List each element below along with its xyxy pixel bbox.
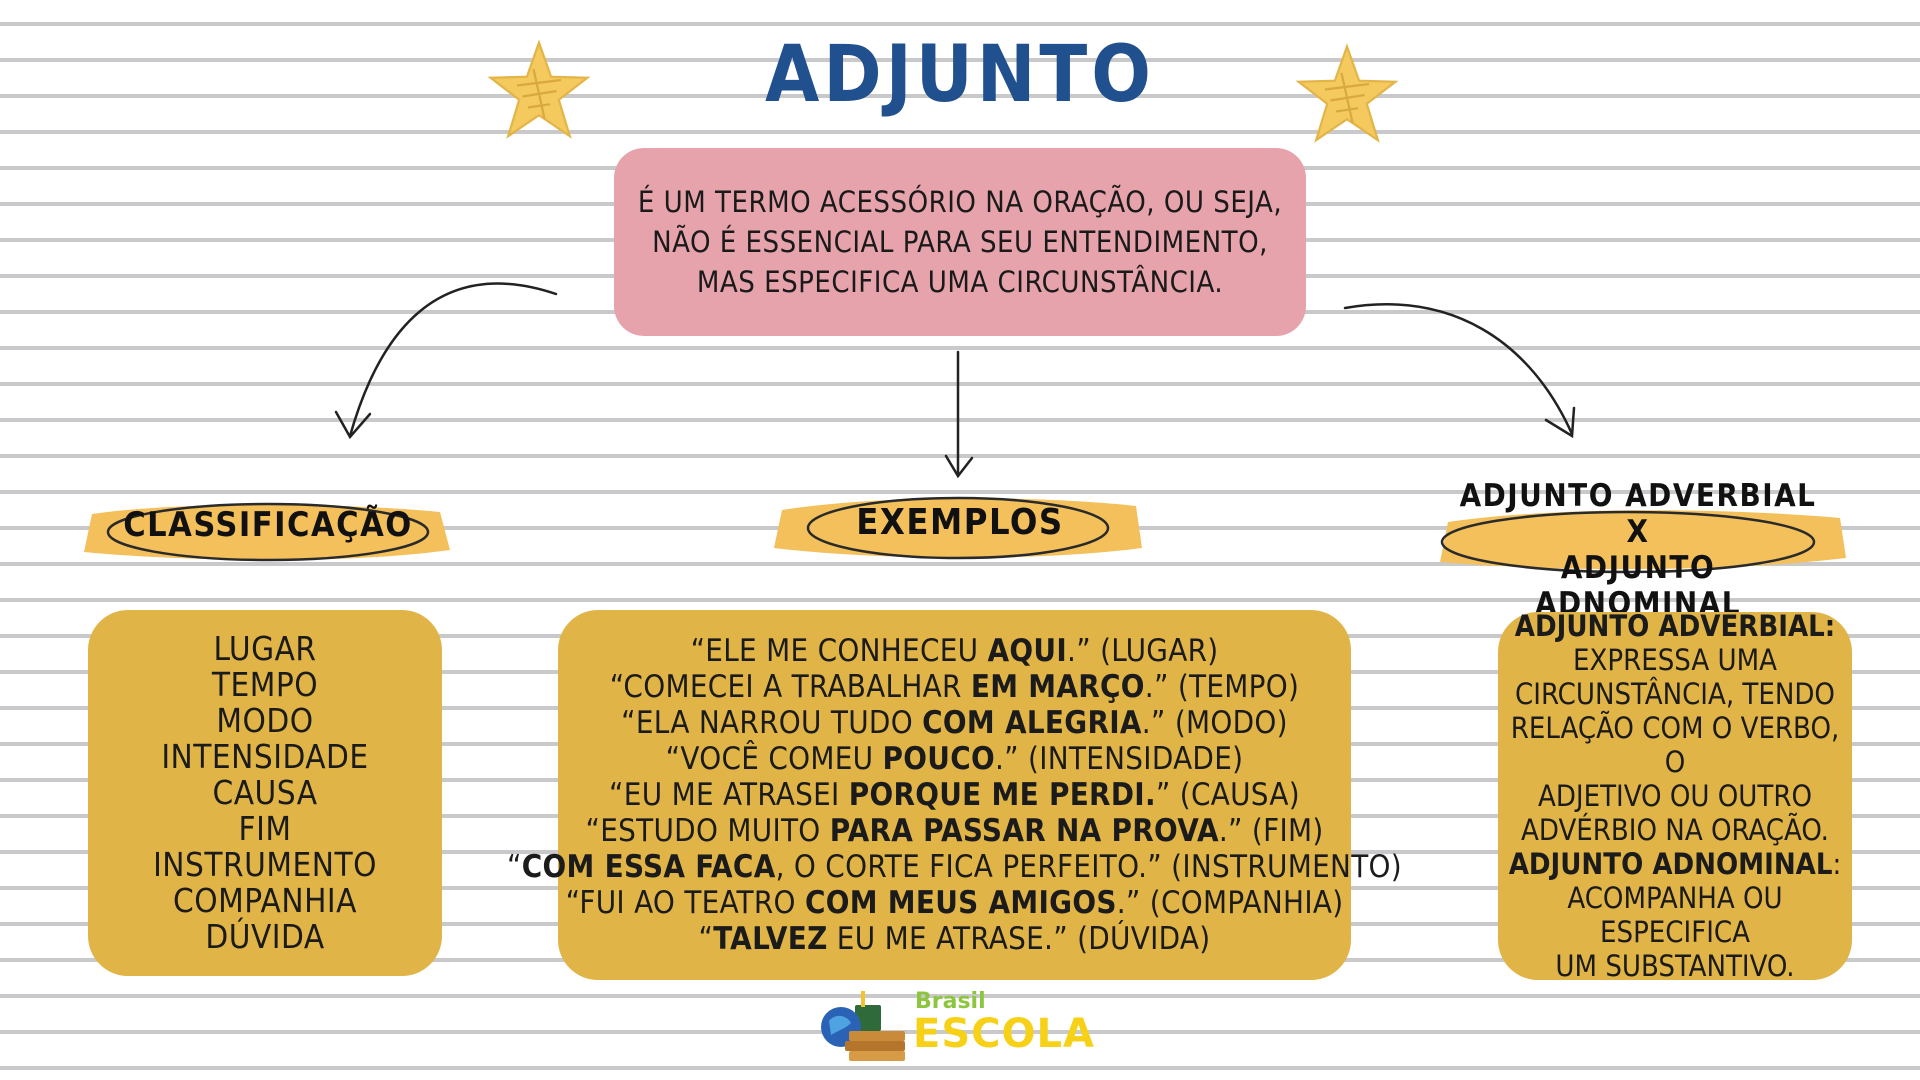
example-text: .” (FIM) [1218,813,1324,849]
class-item: COMPANHIA [173,881,357,920]
highlight-comparacao [1440,510,1846,574]
example-text: .” (LUGAR) [1067,633,1219,669]
example-text: “ [698,921,714,957]
example-adjunct: EM MARÇO [970,669,1145,705]
class-item: INTENSIDADE [161,737,369,776]
globe-books-icon [821,991,905,1061]
example-line: “COM ESSA FACA, O CORTE FICA PERFEITO.” … [507,849,1402,885]
class-item: TEMPO [211,665,319,704]
example-text: “COMECEI A TRABALHAR [609,669,971,705]
example-line: “ELE ME CONHECEU AQUI.” (LUGAR) [691,633,1219,669]
example-adjunct: AQUI [987,633,1068,669]
example-adjunct: PARA PASSAR NA PROVA [829,813,1219,849]
star-icon [1295,43,1399,143]
arrow-center-head [944,454,974,479]
example-adjunct: TALVEZ [713,921,828,957]
definition-box: É UM TERMO ACESSÓRIO NA ORAÇÃO, OU SEJA,… [614,148,1306,336]
arrow-right [1343,303,1574,436]
example-text: “VOCÊ COMEU [665,741,883,777]
section-label-comparacao: ADJUNTO ADVERBIAL X ADJUNTO ADNOMINAL [1458,478,1818,622]
example-line: “FUI AO TEATRO COM MEUS AMIGOS.” (COMPAN… [566,885,1344,921]
section-label-classificacao: CLASSIFICAÇÃO [123,505,413,545]
definition-line: É UM TERMO ACESSÓRIO NA ORAÇÃO, OU SEJA, [637,185,1283,219]
adnominal-heading-line: ADJUNTO ADNOMINAL: [1509,847,1842,881]
adnominal-colon: : [1832,847,1842,881]
comparison-line: ADVÉRBIO NA ORAÇÃO. [1521,813,1829,847]
definition-line: NÃO É ESSENCIAL PARA SEU ENTENDIMENTO, [652,225,1268,259]
class-item: LUGAR [213,629,317,668]
example-text: “ELE ME CONHECEU [690,633,988,669]
example-text: , O CORTE FICA PERFEITO.” (INSTRUMENTO) [775,849,1402,885]
logo-text-bottom: ESCOLA [913,1011,1095,1057]
adnominal-heading: ADJUNTO ADNOMINAL [1508,847,1833,881]
example-adjunct: COM MEUS AMIGOS [804,885,1117,921]
class-item: MODO [216,701,314,740]
example-text: “ [507,849,522,885]
comparacao-label-line: X [1626,514,1650,550]
logo-text-top: Brasil [915,989,986,1014]
arrow-left [348,282,558,438]
star-icon [487,39,591,139]
highlight-exemplos [774,496,1142,560]
comparison-line: RELAÇÃO COM O VERBO, O [1510,711,1840,779]
class-item: FIM [238,809,292,848]
example-text: “ESTUDO MUITO [585,813,830,849]
example-adjunct: POUCO [882,741,995,777]
example-adjunct: COM ALEGRIA [922,705,1142,741]
example-line: “EU ME ATRASEI PORQUE ME PERDI.” (CAUSA) [609,777,1300,813]
highlight-classificacao [84,502,450,562]
example-text: “EU ME ATRASEI [609,777,849,813]
comparison-card: ADJUNTO ADVERBIAL: EXPRESSA UMA CIRCUNST… [1498,609,1852,983]
comparison-line: UM SUBSTANTIVO. [1555,949,1795,983]
example-text: ” (CAUSA) [1155,777,1300,813]
example-text: .” (MODO) [1141,705,1288,741]
class-item: CAUSA [212,773,318,812]
example-text: .” (INTENSIDADE) [994,741,1244,777]
example-adjunct: PORQUE ME PERDI. [848,777,1156,813]
arrow-right-head [1544,406,1576,439]
definition-line: MAS ESPECIFICA UMA CIRCUNSTÂNCIA. [696,265,1224,299]
example-text: EU ME ATRASE.” (DÚVIDA) [827,921,1211,957]
comparison-line: ACOMPANHA OU ESPECIFICA [1567,881,1783,949]
comparison-line: CIRCUNSTÂNCIA, TENDO [1515,677,1835,711]
example-line: “ESTUDO MUITO PARA PASSAR NA PROVA.” (FI… [585,813,1323,849]
example-adjunct: COM ESSA FACA [521,849,776,885]
class-item: INSTRUMENTO [153,845,377,884]
comparison-line: ADJETIVO OU OUTRO [1537,779,1812,813]
section-label-exemplos: EXEMPLOS [856,502,1064,543]
class-item: DÚVIDA [205,917,325,956]
examples-card: “ELE ME CONHECEU AQUI.” (LUGAR) “COMECEI… [507,610,1402,980]
example-line: “VOCÊ COMEU POUCO.” (INTENSIDADE) [666,741,1244,777]
example-text: .” (COMPANHIA) [1116,885,1344,921]
comparacao-label-line: ADJUNTO ADVERBIAL [1459,478,1817,514]
example-line: “ELA NARROU TUDO COM ALEGRIA.” (MODO) [621,705,1288,741]
example-text: “FUI AO TEATRO [565,885,805,921]
adverbial-heading: ADJUNTO ADVERBIAL: [1514,609,1836,643]
example-line: “COMECEI A TRABALHAR EM MARÇO.” (TEMPO) [610,669,1299,705]
example-text: “ELA NARROU TUDO [621,705,923,741]
example-text: .” (TEMPO) [1144,669,1300,705]
example-line: “TALVEZ EU ME ATRASE.” (DÚVIDA) [699,921,1211,957]
classification-card: LUGAR TEMPO MODO INTENSIDADE CAUSA FIM I… [88,610,442,976]
comparison-line: EXPRESSA UMA [1573,643,1777,677]
arrow-left-head [334,410,372,440]
brasil-escola-logo: Brasil ESCOLA [815,985,1094,1065]
